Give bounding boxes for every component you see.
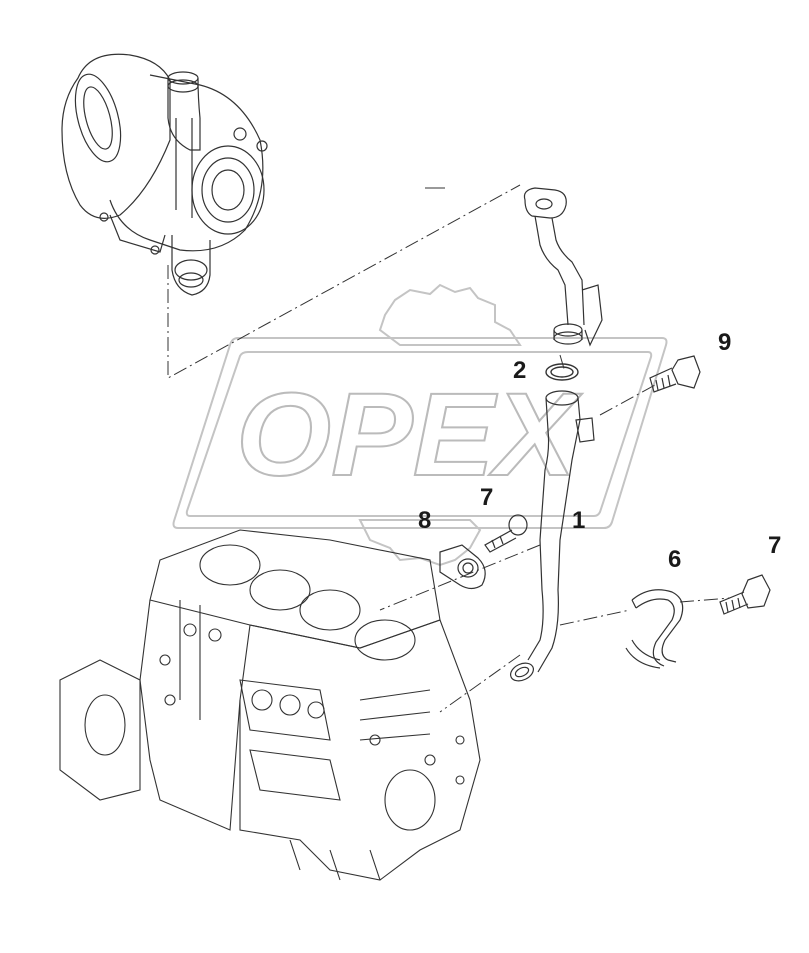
bolt-7a — [484, 514, 528, 553]
return-pipe-clip — [575, 417, 595, 443]
watermark-frame-outer — [172, 337, 668, 529]
turbo-fitting — [233, 127, 247, 141]
watermark: OPEX — [172, 283, 668, 567]
callout-1: 1 — [572, 507, 585, 534]
watermark-text: OPEX — [236, 369, 583, 501]
turbo-oil-inlet-pipe — [167, 77, 201, 151]
clamp-8 — [439, 544, 486, 590]
block-front-face — [139, 599, 251, 831]
callout-7-right: 7 — [768, 532, 781, 559]
leader-hose-6 — [559, 609, 631, 626]
pipe-upper-body — [534, 215, 585, 326]
turbo-oil-return — [171, 235, 211, 296]
oil-return-pipe — [510, 390, 595, 682]
return-pipe-end — [510, 662, 534, 682]
pipe-flange — [523, 187, 567, 219]
block-front-bore — [84, 694, 126, 756]
hose-6 — [625, 589, 684, 669]
callout-8: 8 — [418, 507, 431, 534]
leader-turbo-to-pipe — [167, 184, 521, 379]
leader-lines — [167, 184, 731, 713]
callouts: 9 2 7 8 1 6 7 — [418, 329, 781, 573]
turbo-center-body — [109, 74, 264, 252]
watermark-frame-inner — [185, 351, 653, 517]
leader-pipe-to-block — [379, 544, 541, 611]
o-ring — [545, 363, 579, 381]
leader-pipe-lower — [439, 654, 521, 713]
turbo-compressor-housing — [61, 53, 171, 219]
leader-bolt-7b — [679, 597, 731, 603]
callout-7-upper: 7 — [480, 484, 493, 511]
callout-6: 6 — [668, 546, 681, 573]
pipe-bracket — [581, 284, 603, 347]
bolt-9 — [649, 355, 701, 393]
turbo-turbine-flange — [191, 145, 265, 235]
block-top-deck — [149, 529, 441, 649]
watermark-gear — [378, 283, 522, 346]
upper-oil-pipe — [523, 187, 603, 347]
turbocharger — [61, 53, 268, 296]
bolt-7b — [719, 574, 771, 615]
turbo-compressor-inlet — [74, 73, 122, 163]
engine-block — [59, 529, 481, 881]
callout-9: 9 — [718, 329, 731, 356]
callout-2: 2 — [513, 357, 526, 384]
block-side-face — [239, 619, 481, 881]
leader-bolt-9 — [599, 384, 656, 416]
